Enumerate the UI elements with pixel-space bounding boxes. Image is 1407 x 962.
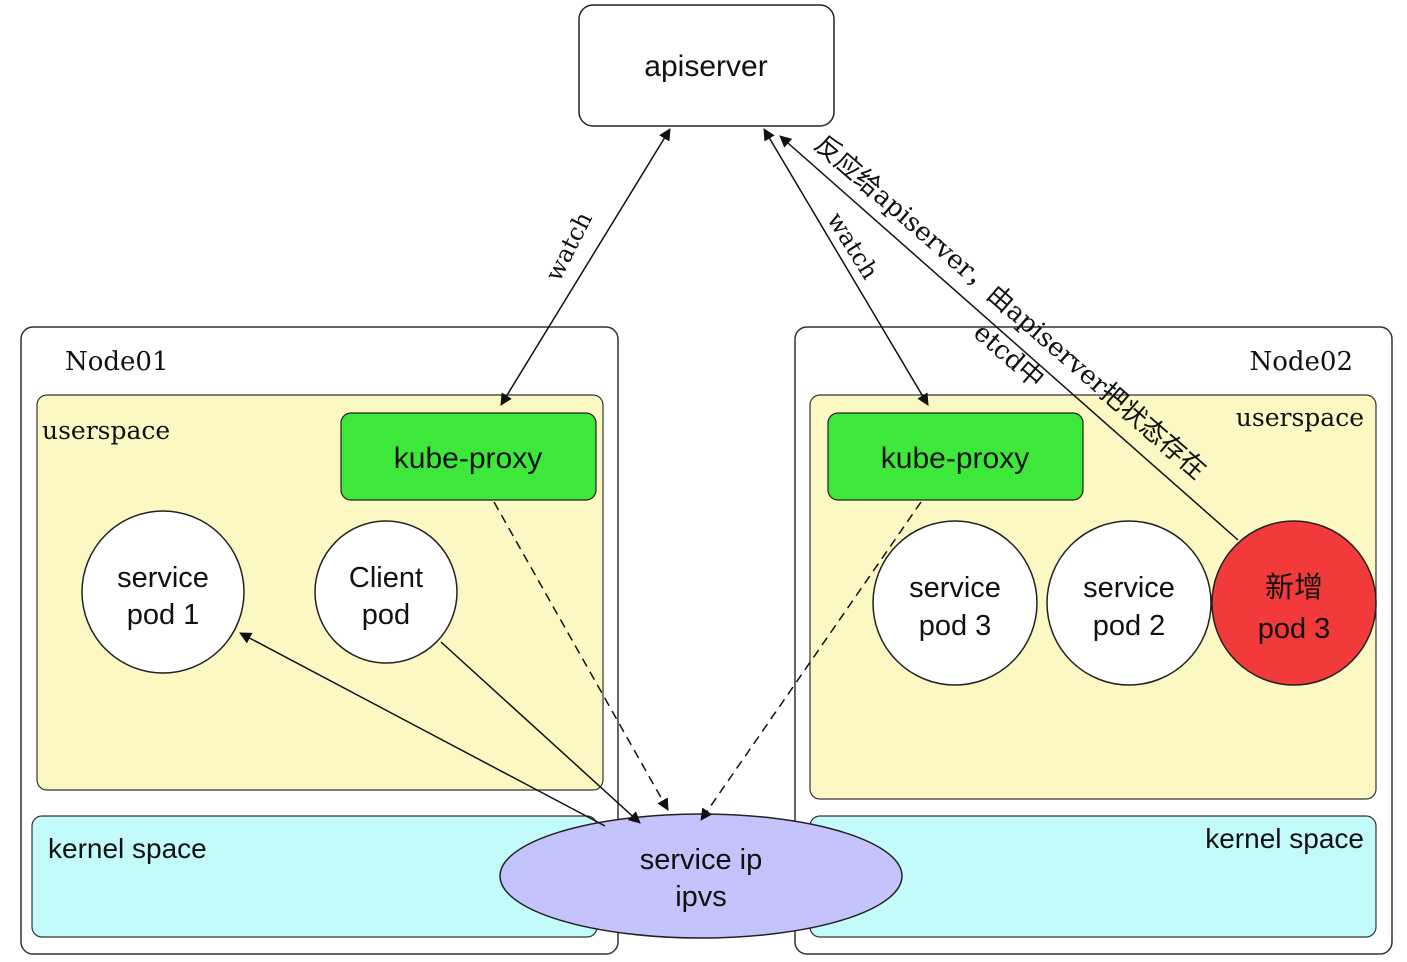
node02-kube-proxy-label: kube-proxy [881, 442, 1029, 475]
apiserver-label: apiserver [644, 50, 767, 83]
service-pod-1: service pod 1 [81, 510, 245, 674]
node01-userspace-label: userspace [42, 416, 170, 445]
node01-kernel-label: kernel space [48, 833, 207, 864]
apiserver-node: apiserver [578, 4, 835, 127]
watch-arrow-right [763, 128, 929, 406]
node02-kube-proxy: kube-proxy [827, 412, 1084, 501]
pod-label-line2: pod 2 [1093, 610, 1166, 642]
service-ip-label: service ip [640, 844, 763, 876]
report-arrow [779, 135, 1239, 541]
service-pod-2: service pod 2 [1046, 520, 1212, 686]
pod-label-line1: service [1083, 572, 1175, 604]
ipvs-label: ipvs [675, 881, 727, 913]
pod-label-line1: service [117, 562, 209, 594]
pod-label-line1: 新增 [1265, 571, 1323, 604]
node02-kernel-label: kernel space [1205, 823, 1364, 854]
node02-title: Node02 [1249, 347, 1353, 377]
pod-label-line2: pod [362, 599, 410, 631]
new-pod-3: 新增 pod 3 [1211, 520, 1377, 686]
node02-userspace-label: userspace [1236, 403, 1364, 432]
node01-title: Node01 [65, 347, 169, 377]
client-to-service-ip-arrow [440, 641, 641, 824]
pod-label-line1: service [909, 572, 1001, 604]
service-ip-ipvs: service ip ipvs [499, 813, 903, 939]
pod-label-line2: pod 3 [1258, 613, 1331, 645]
service-pod-3: service pod 3 [872, 520, 1038, 686]
watch-arrow-left [500, 128, 671, 406]
pod-label-line1: Client [349, 562, 423, 594]
pod-label-line2: pod 1 [127, 599, 200, 631]
pod-label-line2: pod 3 [919, 610, 992, 642]
watch-label-left: watch [540, 207, 598, 285]
kube-proxy-2-to-ipvs-arrow [700, 501, 922, 821]
service-ip-to-pod1-arrow [239, 632, 606, 827]
node01-kube-proxy-label: kube-proxy [394, 442, 542, 475]
client-pod: Client pod [314, 520, 458, 664]
node01-kube-proxy: kube-proxy [340, 412, 597, 501]
